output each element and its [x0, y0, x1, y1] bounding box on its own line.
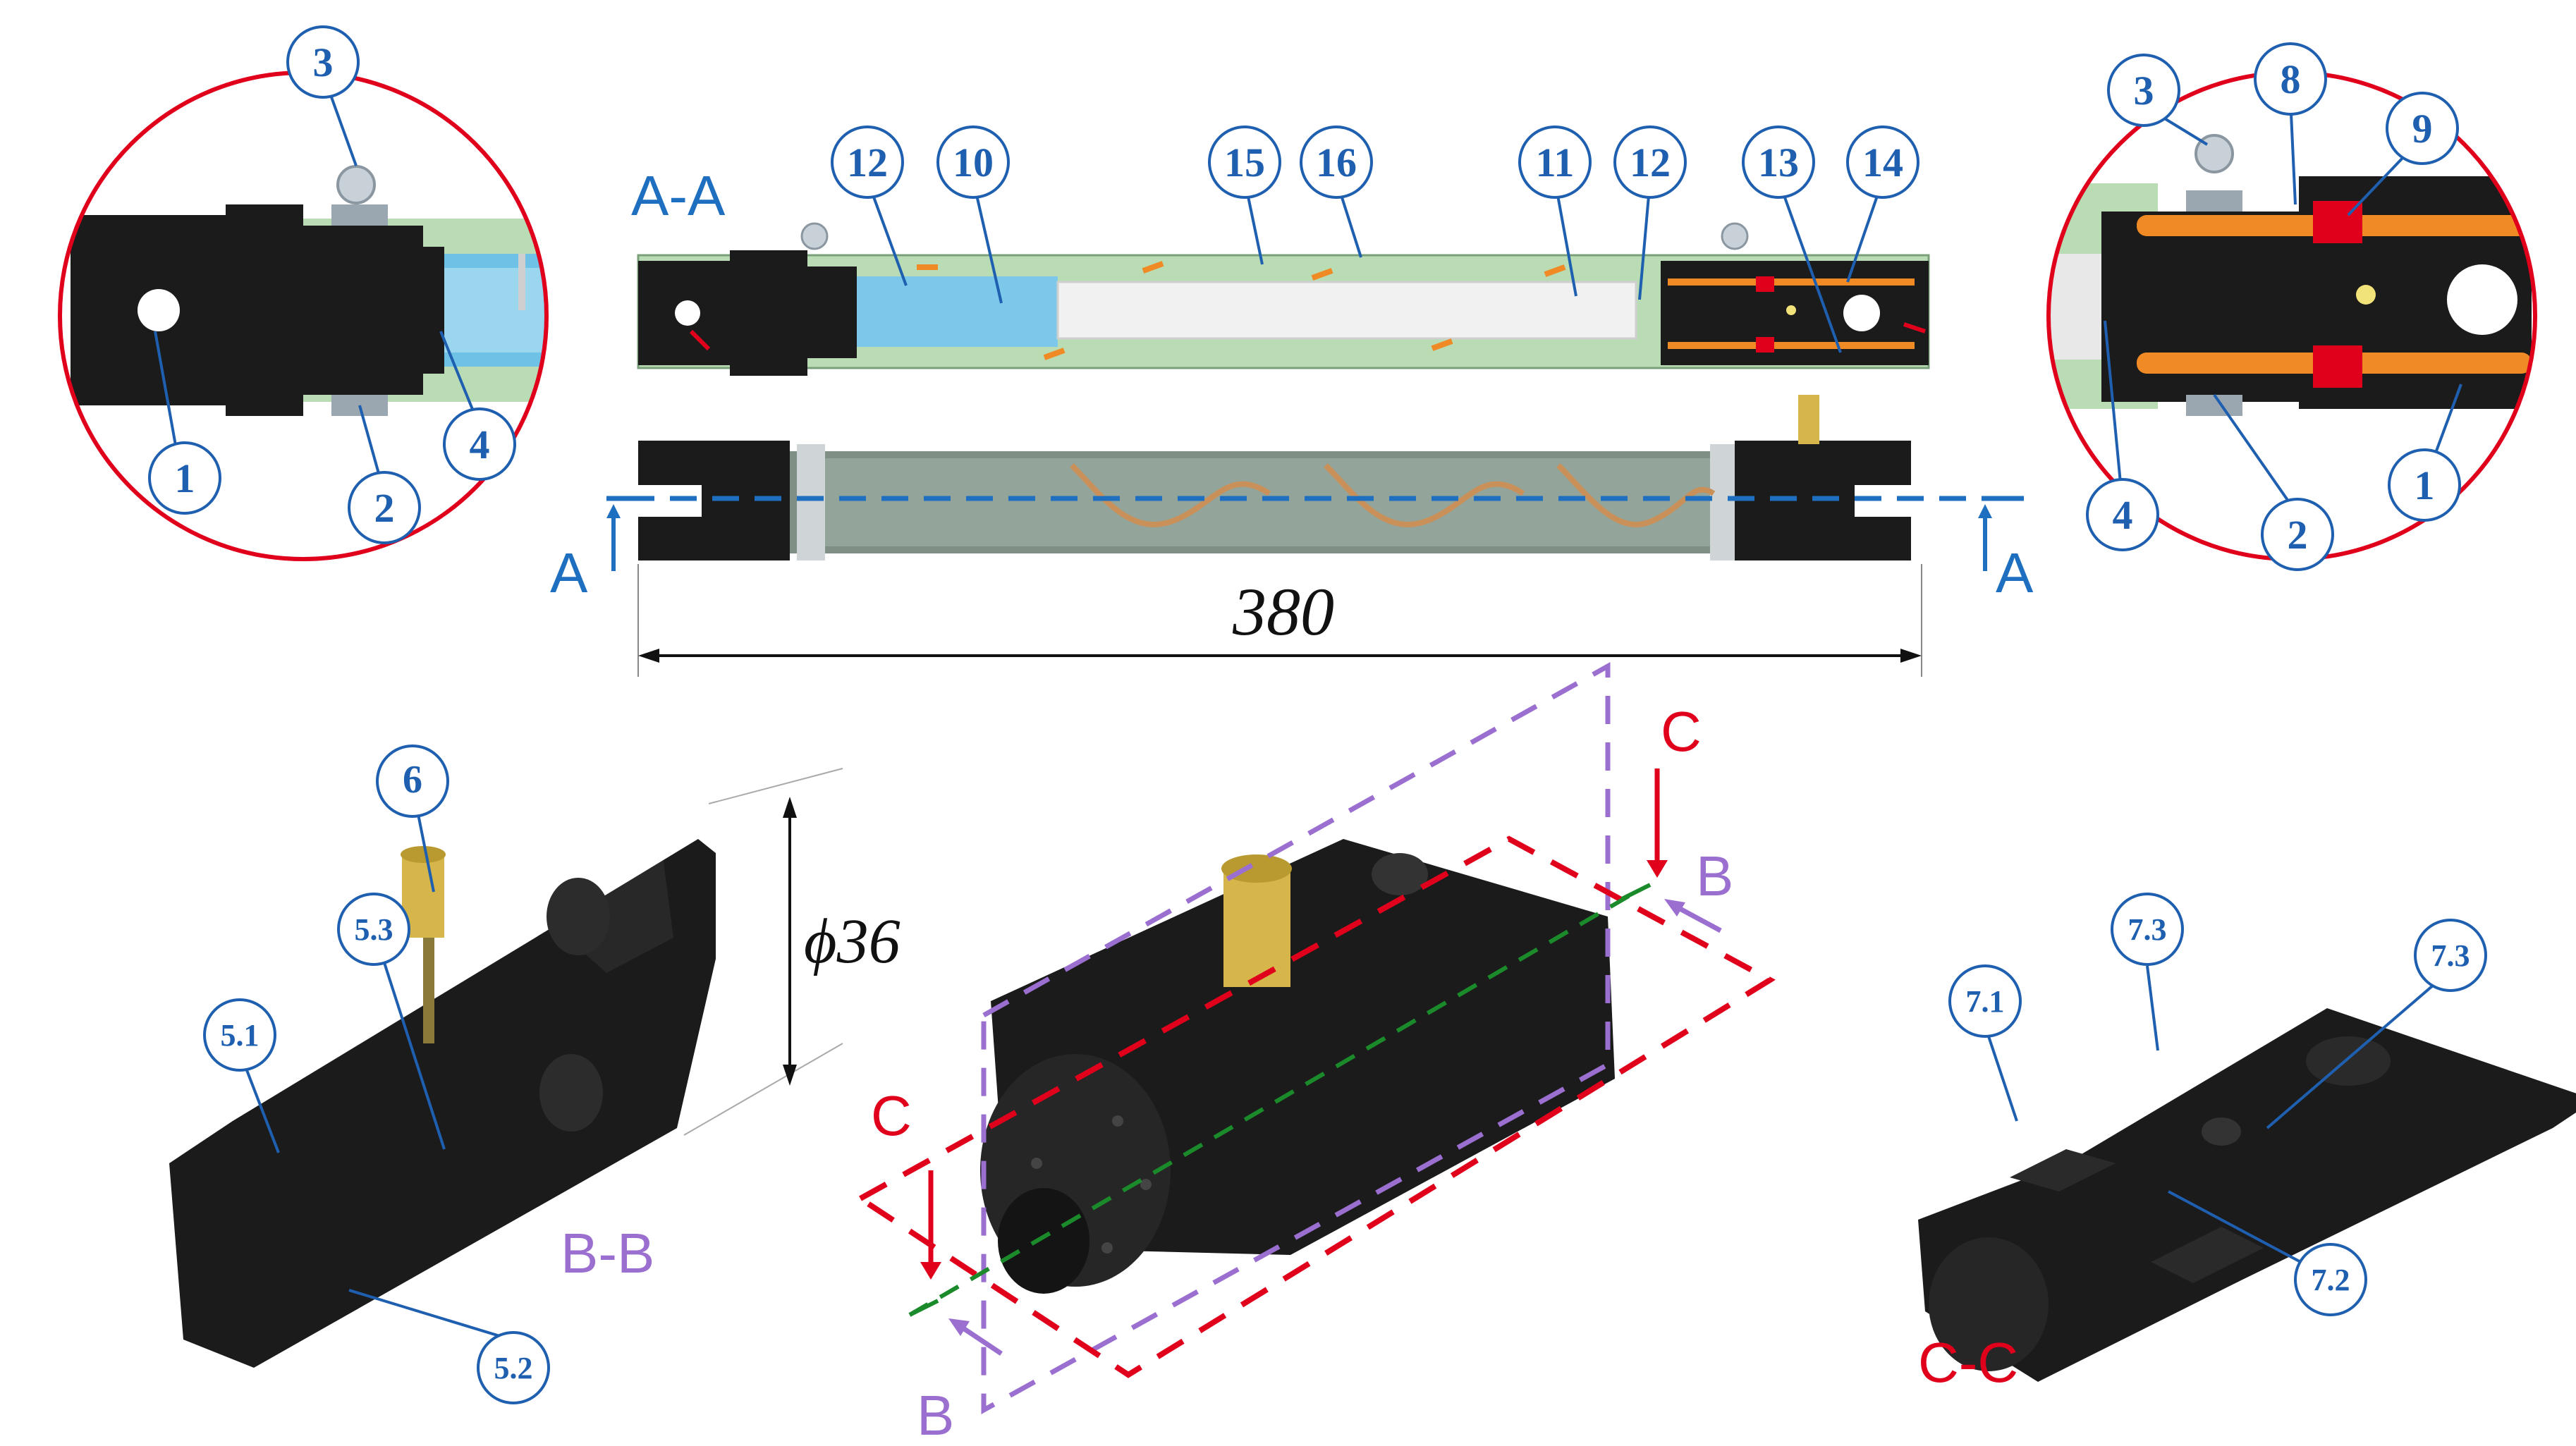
right-detail-pin-hole [2447, 264, 2517, 335]
left-detail-pin-hole [138, 289, 180, 331]
callout-bb-5-2: 5.2 [494, 1351, 533, 1385]
callout-right-4: 4 [2113, 492, 2133, 538]
bb-callout-leaders [242, 803, 512, 1341]
callout-right-1: 1 [2415, 462, 2435, 508]
dimension-diameter-label: ϕ36 [804, 907, 901, 976]
callout-cc-7-2: 7.2 [2312, 1263, 2350, 1297]
cc-body [1918, 1008, 2576, 1382]
callout-labels: 3 1 2 4 12 10 15 16 11 12 13 14 3 8 9 4 … [175, 39, 2435, 558]
callout-top-10: 10 [953, 140, 994, 185]
left-detail-screw [336, 165, 376, 204]
callout-right-3: 3 [2134, 68, 2154, 114]
callout-cc-7-1: 7.1 [1966, 984, 2005, 1019]
callout-left-3: 3 [313, 39, 334, 85]
aa-wire-segments [917, 261, 1566, 360]
label-a-left: A [550, 541, 588, 604]
dimension-length-label: 380 [1232, 574, 1334, 649]
plane-cc-outline [858, 835, 1776, 1378]
left-detail-clamp-top [331, 204, 388, 226]
bb-section-view [169, 768, 843, 1368]
section-labels: A-A A A B-B B B C C C-C [550, 164, 2034, 1446]
callout-top-13: 13 [1758, 140, 1799, 185]
callout-top-16: 16 [1316, 140, 1357, 185]
callout-left-2: 2 [374, 485, 395, 531]
aa-right-sleeve [1661, 261, 1745, 365]
callout-cc-7-3a: 7.3 [2128, 912, 2167, 947]
callout-top-12a: 12 [847, 140, 888, 185]
callout-right-9: 9 [2412, 106, 2433, 152]
plane-bb-outline [981, 662, 1611, 1414]
callout-bb-5-3: 5.3 [355, 912, 393, 947]
callout-left-4: 4 [470, 422, 490, 467]
callout-top-11: 11 [1536, 140, 1575, 185]
dimension-labels: 380 ϕ36 [804, 574, 1334, 976]
callout-top-12b: 12 [1630, 140, 1671, 185]
callout-bb-5-1: 5.1 [221, 1018, 260, 1053]
iso-fitting [1223, 867, 1290, 987]
label-b-top: B [1696, 845, 1733, 907]
label-cc: C-C [1918, 1331, 2018, 1394]
section-aa-view [637, 222, 1930, 376]
label-bb: B-B [561, 1222, 654, 1285]
left-detail-view [58, 71, 549, 561]
label-a-right: A [1996, 541, 2034, 604]
bb-body [169, 839, 716, 1368]
label-c-top: C [1661, 700, 1702, 763]
length-dimension [637, 564, 1922, 677]
label-aa: A-A [631, 164, 726, 227]
callout-bb-6: 6 [403, 758, 422, 802]
callout-top-15: 15 [1224, 140, 1265, 185]
callout-labels-small: 6 5.3 5.1 5.2 7.3 7.1 7.3 7.2 [221, 758, 2470, 1385]
label-b-bottom: B [917, 1384, 954, 1442]
aa-inner-rod [1056, 281, 1637, 340]
callout-circles [148, 25, 2487, 1404]
cc-section-view [1918, 1008, 2576, 1382]
callout-left-1: 1 [175, 455, 195, 501]
external-view [606, 395, 2024, 571]
callout-right-8: 8 [2281, 56, 2301, 102]
label-c-bottom: C [871, 1084, 912, 1147]
iso-center-view [858, 662, 1776, 1414]
callout-right-2: 2 [2288, 512, 2308, 558]
ext-fitting [1798, 395, 1819, 444]
callout-top-14: 14 [1862, 140, 1903, 185]
aa-inner-sleeve [853, 276, 1058, 347]
right-detail-seal-bottom [2313, 345, 2362, 388]
callout-cc-7-3b: 7.3 [2431, 938, 2470, 973]
